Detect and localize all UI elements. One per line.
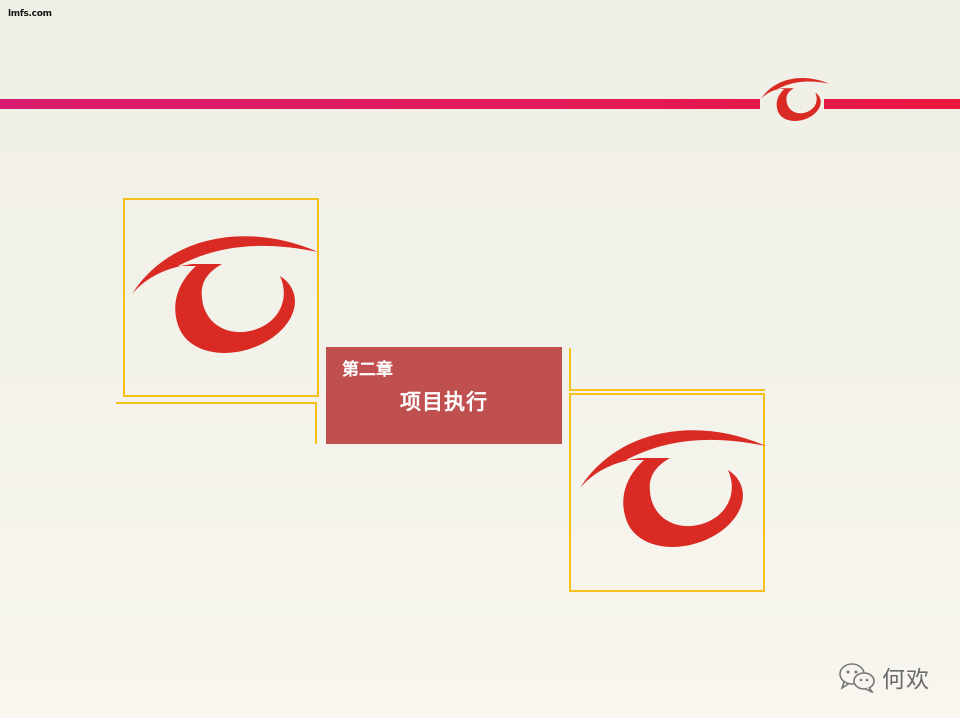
chapter-title-box: 第二章 项目执行 bbox=[326, 347, 562, 444]
logo-frame-right bbox=[569, 393, 765, 592]
brand-logo-icon bbox=[580, 430, 766, 547]
brand-logo-icon bbox=[760, 77, 830, 121]
chapter-title: 项目执行 bbox=[400, 390, 488, 414]
logo-frame-left bbox=[123, 198, 319, 397]
watermark-text: lmfs.com bbox=[8, 9, 52, 19]
brand-logo-icon bbox=[132, 236, 318, 353]
connector-line bbox=[315, 402, 317, 444]
wechat-icon bbox=[839, 663, 875, 693]
connector-line bbox=[569, 389, 765, 391]
connector-line bbox=[116, 402, 317, 404]
connector-line bbox=[569, 348, 571, 390]
header-accent-bar bbox=[0, 99, 960, 109]
account-name: 何欢 bbox=[882, 667, 930, 693]
chapter-label: 第二章 bbox=[342, 360, 393, 380]
wechat-account-watermark: 何欢 bbox=[838, 660, 930, 694]
